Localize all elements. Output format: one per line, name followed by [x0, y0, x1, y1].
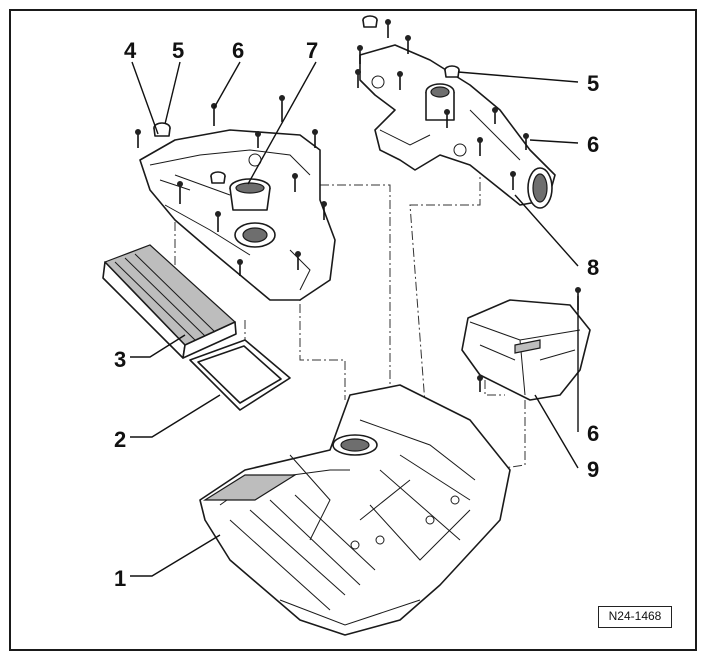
callout-labels: 1 2 3 4 5 6 7 5 6 8 6 9 — [114, 38, 599, 591]
callout-5-right: 5 — [587, 71, 599, 96]
grommets-right — [362, 15, 460, 78]
callout-7: 7 — [306, 38, 318, 63]
resonator — [461, 287, 591, 401]
lower-housing — [199, 384, 511, 636]
leader-lines — [130, 61, 579, 577]
figure-reference-code: N24-1468 — [598, 606, 672, 628]
callout-6-lower: 6 — [587, 421, 599, 446]
grommets-left — [153, 122, 226, 184]
callout-4: 4 — [124, 38, 137, 63]
seal — [189, 339, 291, 411]
intake-pipe — [359, 44, 556, 209]
callout-6-right: 6 — [587, 132, 599, 157]
callout-3: 3 — [114, 347, 126, 372]
callout-1: 1 — [114, 566, 126, 591]
callout-8: 8 — [587, 255, 599, 280]
callout-9: 9 — [587, 457, 599, 482]
intake-pipe-bolts — [355, 19, 529, 190]
callout-5-left: 5 — [172, 38, 184, 63]
filter-element — [102, 244, 237, 359]
callout-2: 2 — [114, 427, 126, 452]
callout-6-left: 6 — [232, 38, 244, 63]
upper-housing-bolts — [135, 95, 327, 276]
